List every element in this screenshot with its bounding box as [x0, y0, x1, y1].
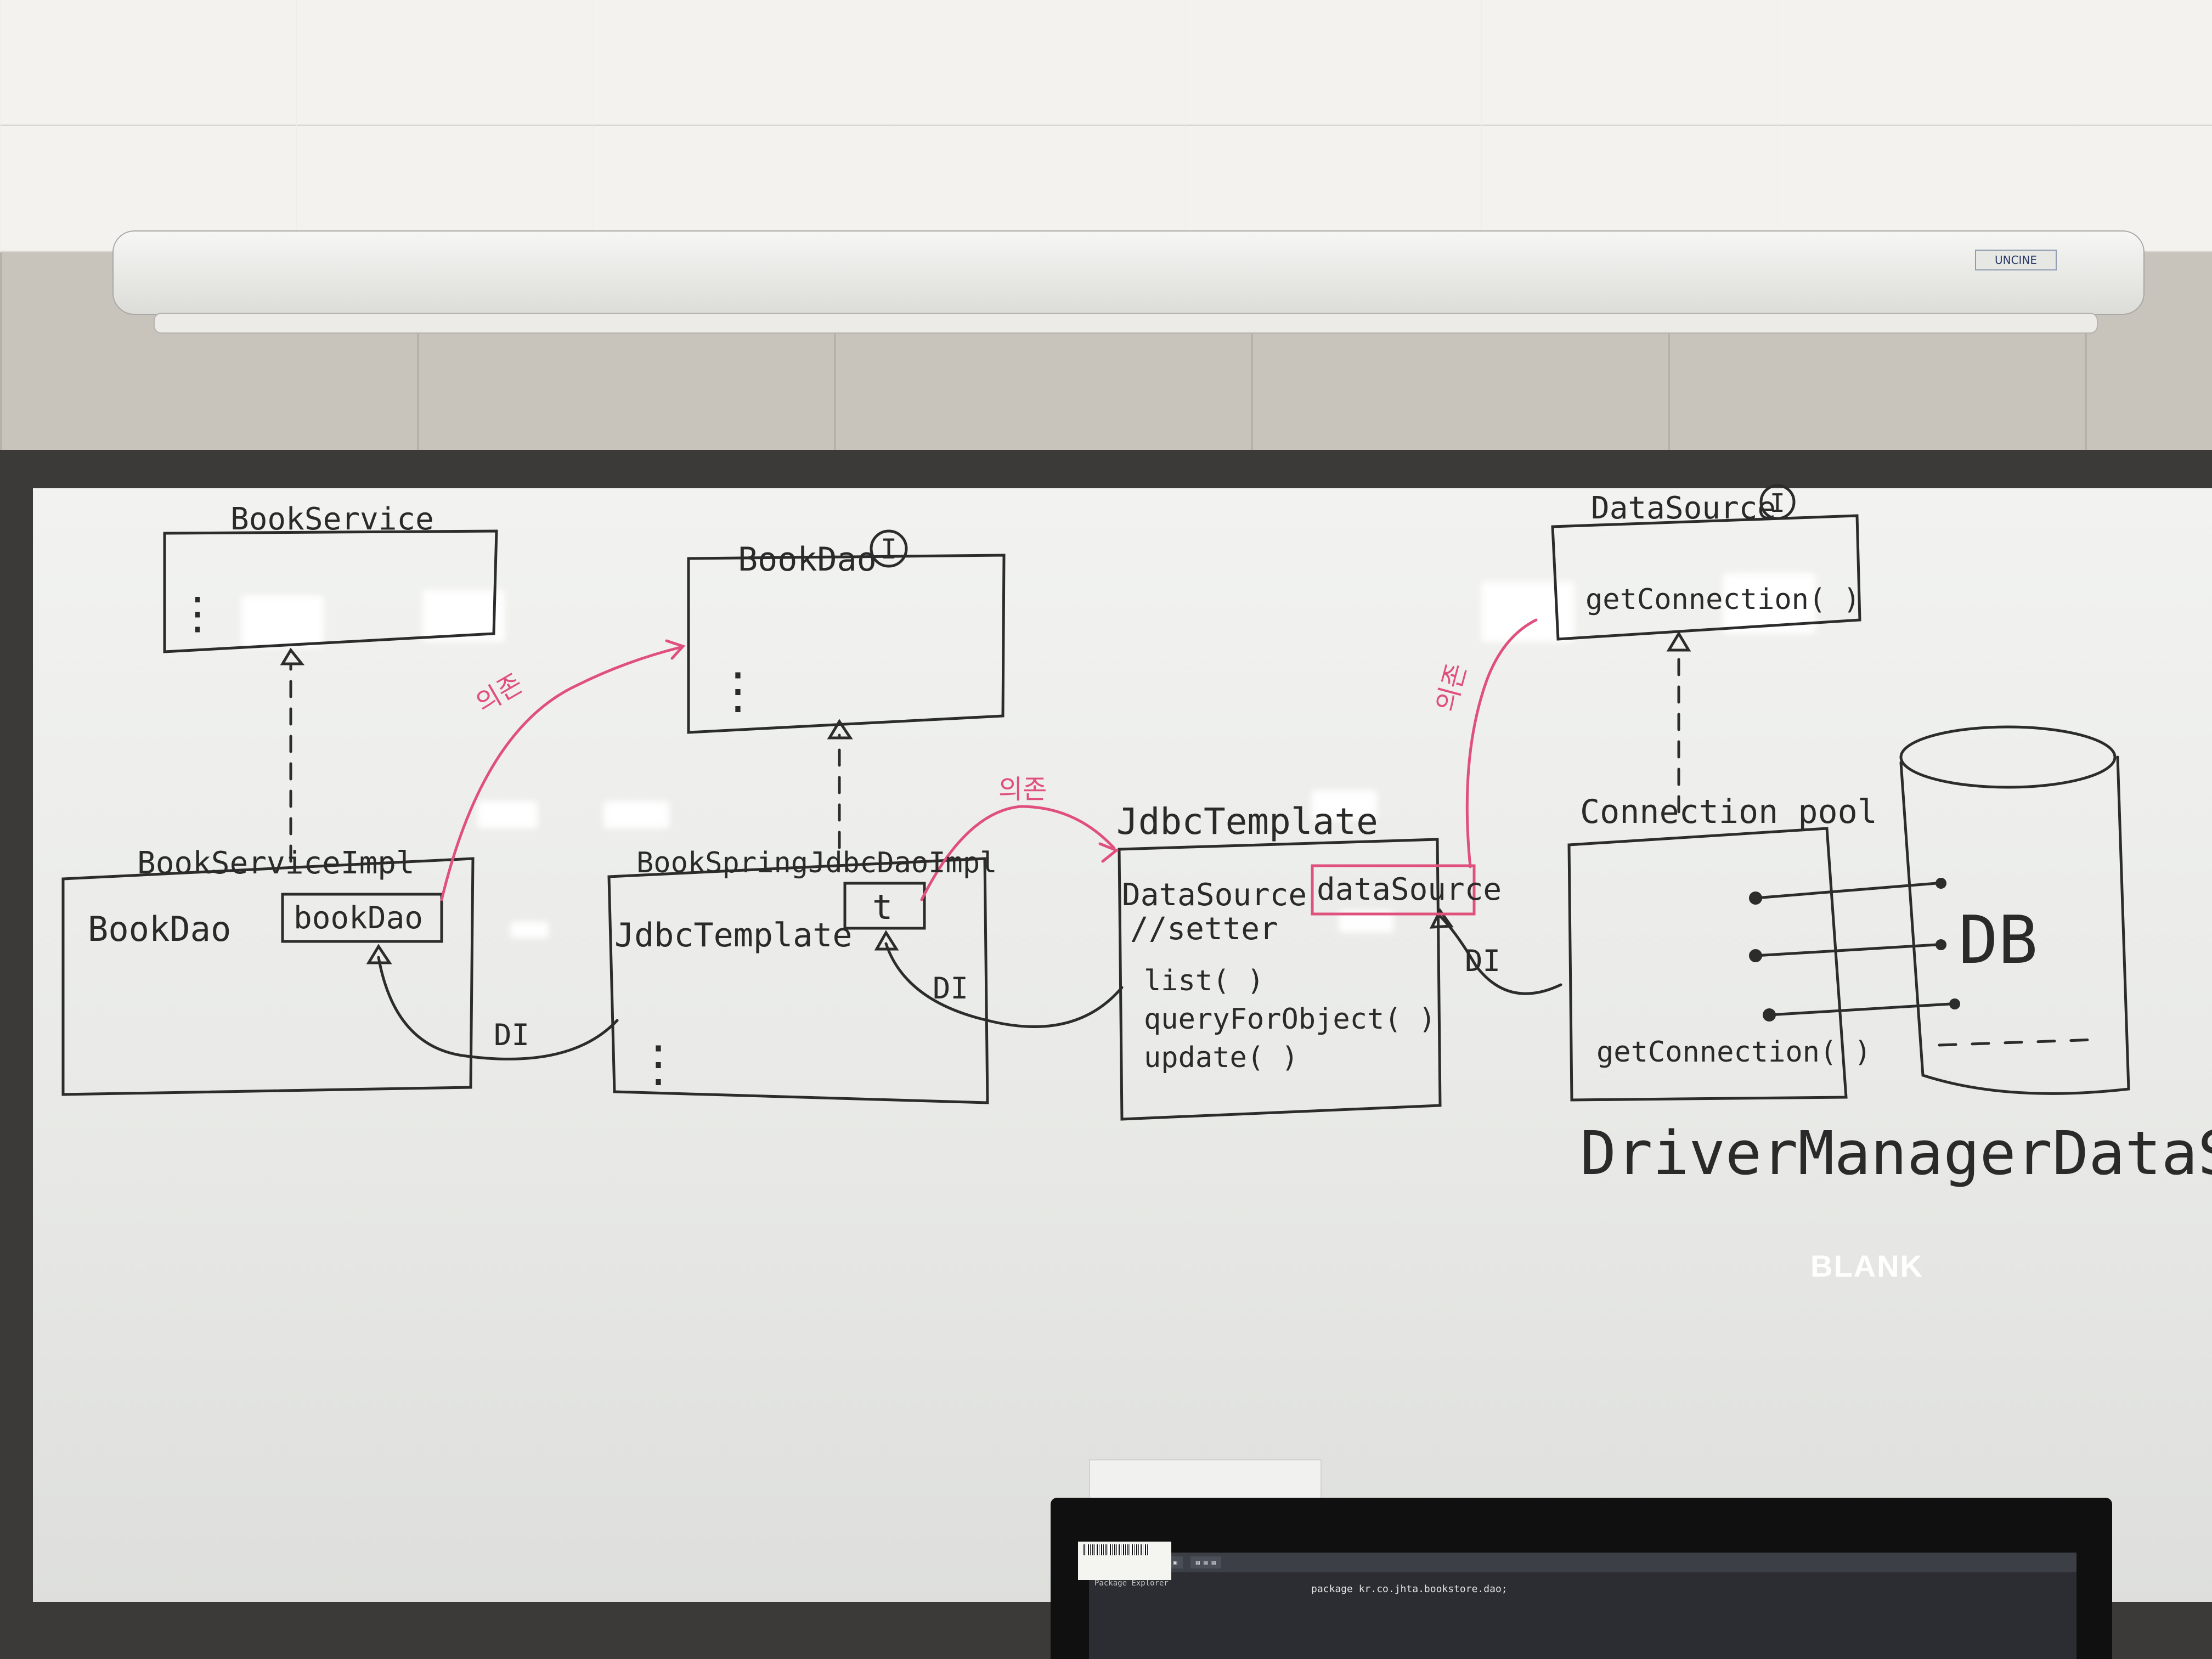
book-spring-jdbc-dao-impl-box [607, 857, 989, 1104]
ide-editor-tabs[interactable]: ■ ■ ■ ▣ ▣ ▣ ▣ ▤ ▤ ▤ [1089, 1553, 2076, 1572]
connection-pool-box [1567, 827, 1848, 1102]
data-source-interface-box [1551, 514, 1861, 641]
di-arrow-2 [884, 942, 1124, 1028]
di-label-2: DI [933, 971, 968, 1006]
book-dao-interface-mark: I [881, 533, 897, 565]
book-service-impl-label: BookServiceImpl [137, 845, 415, 881]
t-field-box [843, 882, 926, 930]
dependency-label-2: 의존 [998, 774, 1047, 805]
datasource-field-name: dataSource [1317, 872, 1502, 907]
t-field-name: t [872, 887, 893, 927]
book-service-impl-box [61, 857, 475, 1096]
projector-screen-bar [154, 313, 2098, 334]
barcode [1084, 1544, 1149, 1555]
ide-tab[interactable]: ▤ ▤ ▤ [1190, 1556, 1221, 1568]
jdbc-template-field-type: JdbcTemplate [614, 916, 852, 955]
data-source-interface-mark: I [1770, 488, 1785, 518]
ceiling [0, 0, 2212, 252]
get-connection-label: getConnection( ) [1585, 583, 1860, 616]
method-update: update( ) [1144, 1041, 1299, 1074]
book-dao-dots: ⋮ [713, 662, 763, 720]
light-reflection [510, 922, 549, 938]
jdbc-template-label: JdbcTemplate [1116, 800, 1378, 843]
db-label: DB [1959, 902, 2038, 979]
book-dao-field-box [281, 893, 443, 943]
di-arrow-3 [1438, 915, 1562, 995]
book-dao-field-name: bookDao [294, 900, 423, 936]
light-reflection [477, 801, 538, 828]
book-service-box [163, 529, 498, 653]
method-list: list( ) [1144, 964, 1264, 997]
datasource-field-box [1311, 864, 1476, 916]
db-cylinder [1899, 725, 2130, 1095]
di-label-3: DI [1465, 944, 1500, 978]
di-label-1: DI [494, 1018, 529, 1052]
book-dao-box [687, 554, 1006, 734]
dependency-arrow-3 [1465, 618, 1538, 868]
setter-comment: //setter [1130, 911, 1278, 947]
data-source-label: DataSource [1591, 490, 1776, 526]
light-reflection [603, 801, 669, 828]
pool-get-connection-label: getConnection( ) [1596, 1036, 1871, 1069]
datasource-field-type: DataSource [1122, 877, 1307, 913]
dao-impl-dots: ⋮ [634, 1035, 683, 1093]
dependency-label-1: 의존 [471, 668, 528, 719]
light-reflection [241, 595, 324, 647]
ide-code-line[interactable]: package kr.co.jhta.bookstore.dao; [1311, 1583, 1508, 1595]
dependency-label-3: 의존 [1430, 660, 1472, 715]
jdbc-template-box [1118, 838, 1442, 1121]
method-query: queryForObject( ) [1144, 1003, 1436, 1036]
di-arrow-1 [377, 956, 619, 1060]
book-dao-label: BookDao [738, 540, 877, 579]
book-service-dots: ⋮ [176, 588, 219, 639]
light-reflection [1311, 790, 1377, 820]
ide-package-explorer[interactable]: Package Explorer [1094, 1579, 1169, 1588]
projector-blank-overlay: BLANK [1810, 1249, 1923, 1283]
book-service-label: BookService [230, 501, 434, 537]
dependency-arrow-1 [440, 646, 682, 901]
book-dao-field-type: BookDao [88, 909, 231, 949]
connection-pool-label: Connection pool [1580, 793, 1877, 831]
driver-manager-label: DriverManagerDataSource [1580, 1118, 2212, 1188]
book-spring-jdbc-dao-impl-label: BookSpringJdbcDaoImpl [636, 847, 997, 879]
projector-brand: UNCINE [1975, 250, 2057, 270]
dependency-arrow-2 [920, 805, 1115, 901]
